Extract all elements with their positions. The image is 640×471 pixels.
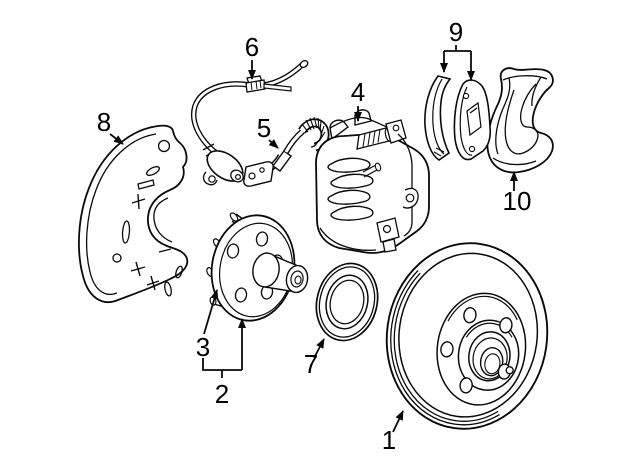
callout-9[interactable]: 9: [440, 17, 475, 81]
callout-4[interactable]: 4: [351, 77, 365, 122]
callout-5-label[interactable]: 5: [257, 113, 271, 143]
grease-seal-drawing: [315, 262, 379, 342]
callout-6-label[interactable]: 6: [245, 32, 259, 62]
hub-assembly-drawing: [206, 212, 309, 322]
callout-4-label[interactable]: 4: [351, 77, 365, 107]
callout-8[interactable]: 8: [97, 107, 124, 145]
brake-hose-drawing: [243, 116, 330, 187]
callout-10[interactable]: 10: [503, 171, 532, 216]
callout-3-label[interactable]: 3: [196, 332, 210, 362]
callout-2[interactable]: 2: [202, 318, 246, 409]
callout-5[interactable]: 5: [257, 113, 279, 149]
brake-caliper-drawing: [315, 109, 430, 254]
callout-1-label[interactable]: 1: [382, 425, 396, 455]
callout-6[interactable]: 6: [245, 32, 259, 80]
callout-8-label[interactable]: 8: [97, 107, 111, 137]
brake-pads-drawing: [424, 75, 492, 161]
brake-rotor-drawing: [385, 242, 549, 430]
splash-shield-drawing: [78, 124, 189, 303]
callout-10-label[interactable]: 10: [503, 186, 532, 216]
callout-7[interactable]: 7: [304, 338, 325, 379]
harness-clip: [245, 75, 292, 93]
callout-9-label[interactable]: 9: [449, 17, 463, 47]
caliper-bleeder-screw: [362, 162, 382, 178]
callout-1[interactable]: 1: [382, 410, 404, 455]
caliper-bracket-drawing: [486, 67, 554, 174]
callout-3[interactable]: 3: [196, 289, 219, 362]
callout-2-label[interactable]: 2: [215, 379, 229, 409]
callout-7-label[interactable]: 7: [304, 349, 318, 379]
abs-sensor-harness-drawing: [191, 59, 309, 186]
